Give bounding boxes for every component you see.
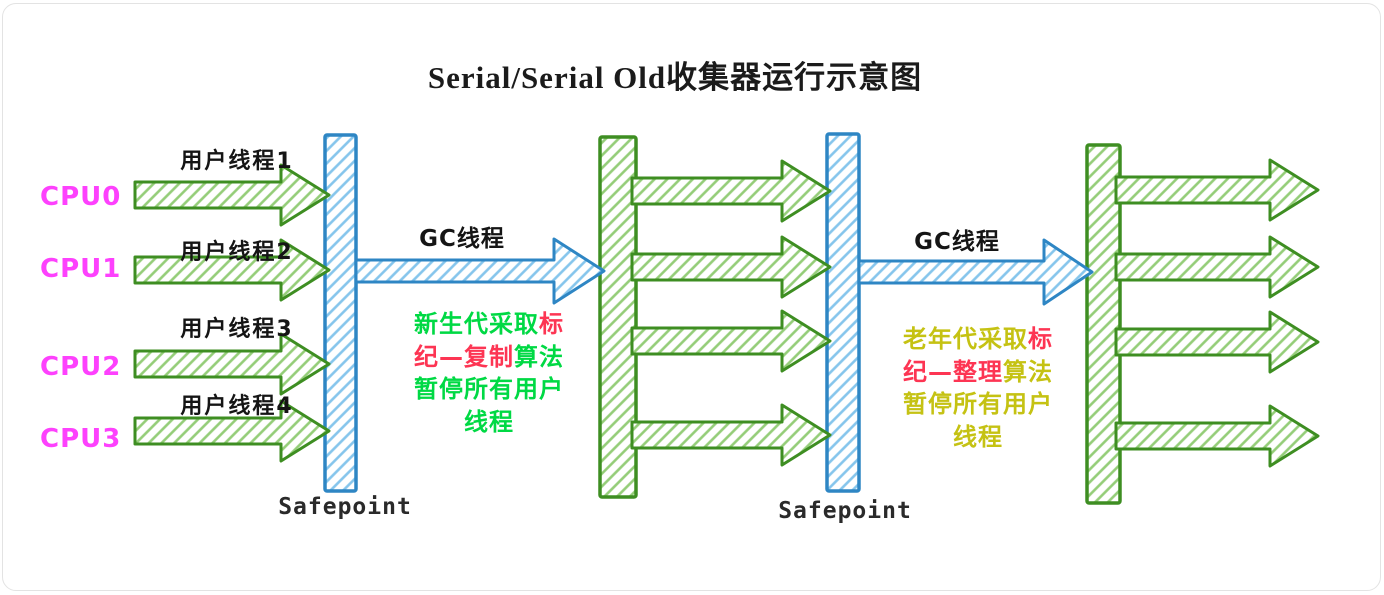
user-thread-arrow-1 xyxy=(133,163,331,227)
safepoint-2-label: Safepoint xyxy=(778,498,912,524)
old-gen-note-line2: 纪—整理算法 xyxy=(903,357,1053,386)
user-thread-arrow-4 xyxy=(133,399,331,463)
safepoint-1-label: Safepoint xyxy=(278,494,412,520)
user-thread-final-arrow-2 xyxy=(1114,235,1320,299)
old-gen-note-line4: 线程 xyxy=(953,422,1003,451)
user-thread-final-arrow-4 xyxy=(1114,404,1320,468)
old-gen-note-line3: 暂停所有用户 xyxy=(903,390,1053,418)
arrow-layer xyxy=(133,158,1320,468)
user-thread-resume-arrow-3 xyxy=(630,309,832,373)
cpu3-label: CPU3 xyxy=(40,424,122,454)
user-thread-resume-arrow-1 xyxy=(630,159,832,223)
young-gen-note: 新生代采取标 纪—复制算法 暂停所有用户 线程 xyxy=(329,308,649,438)
user-thread-final-arrow-1 xyxy=(1114,158,1320,222)
young-gen-note-line4: 线程 xyxy=(464,407,514,436)
resume-bar-old xyxy=(1085,143,1122,505)
user-thread-resume-arrow-4 xyxy=(630,403,832,467)
young-gen-note-line1: 新生代采取标 xyxy=(414,310,564,338)
cpu0-label: CPU0 xyxy=(40,182,122,212)
user-thread-3-label: 用户线程3 xyxy=(180,317,294,342)
safepoint-bar-2 xyxy=(825,132,861,493)
old-gen-note-line1: 老年代采取标 xyxy=(903,325,1053,353)
user-thread-1-label: 用户线程1 xyxy=(180,149,294,174)
user-thread-arrow-2 xyxy=(133,238,331,302)
safepoint-bar-1 xyxy=(323,133,358,493)
old-gen-note: 老年代采取标 纪—整理算法 暂停所有用户 线程 xyxy=(818,323,1138,453)
diagram-title: Serial/Serial Old收集器运行示意图 xyxy=(427,60,923,95)
user-thread-4-label: 用户线程4 xyxy=(180,394,294,419)
gc-thread-1-label: GC线程 xyxy=(419,226,505,252)
user-thread-final-arrow-3 xyxy=(1114,310,1320,374)
young-gen-note-line2: 纪—复制算法 xyxy=(414,342,564,371)
gc-thread-arrow-1 xyxy=(354,237,606,305)
user-thread-2-label: 用户线程2 xyxy=(180,240,294,265)
cpu2-label: CPU2 xyxy=(40,352,122,382)
gc-thread-arrow-2 xyxy=(857,238,1094,306)
user-thread-resume-arrow-2 xyxy=(630,235,832,299)
user-thread-arrow-3 xyxy=(133,332,331,396)
resume-bar-young xyxy=(598,135,638,499)
young-gen-note-line3: 暂停所有用户 xyxy=(414,375,564,403)
gc-thread-2-label: GC线程 xyxy=(914,229,1000,255)
cpu1-label: CPU1 xyxy=(40,254,122,284)
